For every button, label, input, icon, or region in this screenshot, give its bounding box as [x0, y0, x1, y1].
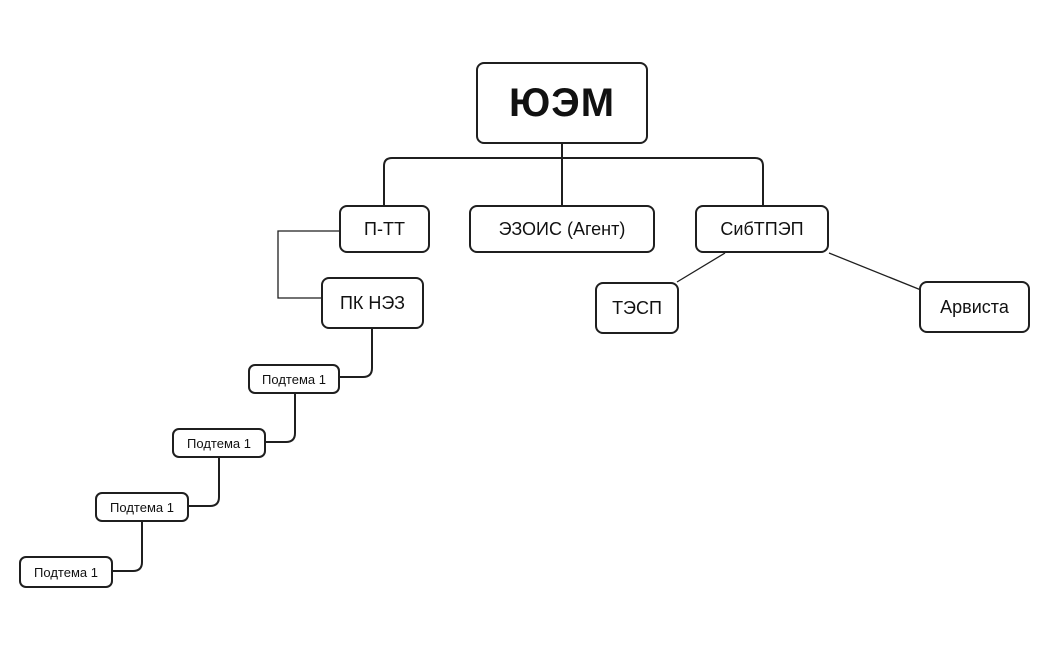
connector-pknez-sub1: [340, 329, 373, 378]
node-p-tt-label: П-ТТ: [364, 218, 405, 239]
root-node[interactable]: ЮЭМ: [476, 62, 648, 144]
node-arvista[interactable]: Арвиста: [919, 281, 1030, 333]
node-subtopic-2[interactable]: Подтема 1: [172, 428, 266, 458]
node-pk-nez[interactable]: ПК НЭЗ: [321, 277, 424, 329]
connector-ptt-pknez: [277, 230, 339, 299]
node-subtopic-4[interactable]: Подтема 1: [19, 556, 113, 588]
node-arvista-label: Арвиста: [940, 296, 1009, 317]
node-tesp-label: ТЭСП: [612, 297, 662, 318]
connector-sib-arvista: [828, 252, 922, 291]
node-subtopic-3[interactable]: Подтема 1: [95, 492, 189, 522]
node-sibtpep-label: СибТПЭП: [720, 218, 804, 239]
node-subtopic-1-label: Подтема 1: [262, 371, 326, 387]
connector-sub1-sub2: [266, 394, 296, 443]
connector-sub2-sub3: [189, 458, 220, 507]
connector-sub3-sub4: [113, 522, 143, 572]
node-subtopic-1[interactable]: Подтема 1: [248, 364, 340, 394]
node-subtopic-2-label: Подтема 1: [187, 435, 251, 451]
node-pk-nez-label: ПК НЭЗ: [339, 292, 406, 313]
node-ezois-agent[interactable]: ЭЗОИС (Агент): [469, 205, 655, 253]
node-p-tt[interactable]: П-ТТ: [339, 205, 430, 253]
connector-sib-tesp: [676, 252, 726, 283]
connector-root-bar: [383, 157, 764, 205]
node-subtopic-3-label: Подтема 1: [110, 499, 174, 515]
node-tesp[interactable]: ТЭСП: [595, 282, 679, 334]
root-node-label: ЮЭМ: [508, 80, 616, 125]
node-sibtpep[interactable]: СибТПЭП: [695, 205, 829, 253]
node-ezois-agent-label: ЭЗОИС (Агент): [498, 218, 626, 239]
node-subtopic-4-label: Подтема 1: [34, 564, 98, 580]
